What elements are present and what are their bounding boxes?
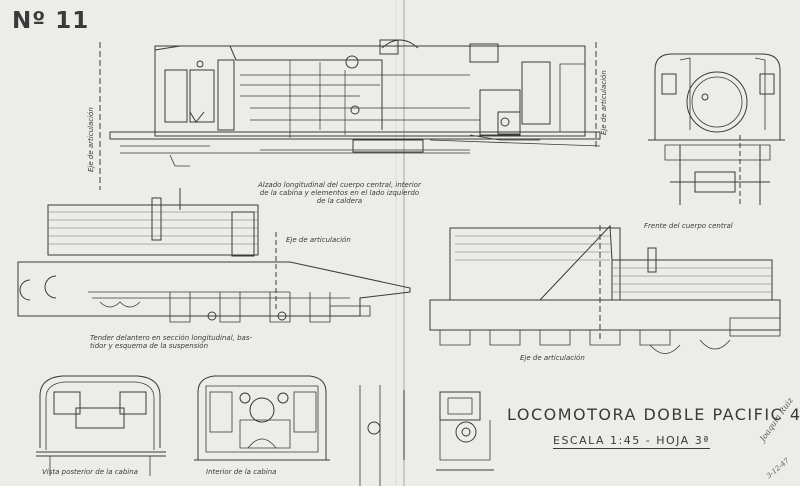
- front-truck-label-line: tidor y esquema de la suspensión: [90, 342, 209, 351]
- center-body-elevation: [109, 39, 601, 167]
- front-truck-label: Tender delantero en sección longitudinal…: [90, 334, 252, 350]
- scale-label: ESCALA 1:45 - HOJA 3ª: [553, 434, 710, 449]
- sheet-number: Nº 11: [12, 8, 90, 34]
- rear-unit-section: [429, 224, 781, 354]
- articulation-axis-label-middle: Eje de articulación: [286, 236, 351, 244]
- center-body-label-line: de la cabina y elementos en el lado izqu…: [259, 189, 420, 198]
- cab-interior-view: [194, 375, 330, 461]
- front-truck-label-line: Tender delantero en sección longitudinal…: [90, 334, 253, 342]
- center-body-label-line: de la caldera: [316, 197, 363, 206]
- center-body-label-line: Alzado longitudinal del cuerpo central, …: [258, 181, 421, 189]
- center-front-label: Frente del cuerpo central: [644, 222, 733, 230]
- articulation-axis-label-lower: Eje de articulación: [520, 354, 585, 362]
- center-body-label: Alzado longitudinal del cuerpo central, …: [258, 181, 421, 205]
- drawing-title: LOCOMOTORA DOBLE PACIFIC 4-6-2+2-6-: [507, 405, 800, 424]
- cab-interior-label: Interior de la cabina: [206, 468, 277, 476]
- articulation-axis-label-upper-right: Eje de articulación: [600, 70, 608, 135]
- front-truck-section: [17, 188, 411, 323]
- articulation-axis-label-upper-left: Eje de articulación: [87, 107, 95, 172]
- center-front-view: [648, 53, 785, 205]
- cab-rear-view: [36, 375, 166, 476]
- cab-rear-label: Vista posterior de la cabina: [42, 468, 138, 476]
- truck-detail-view: [359, 385, 494, 486]
